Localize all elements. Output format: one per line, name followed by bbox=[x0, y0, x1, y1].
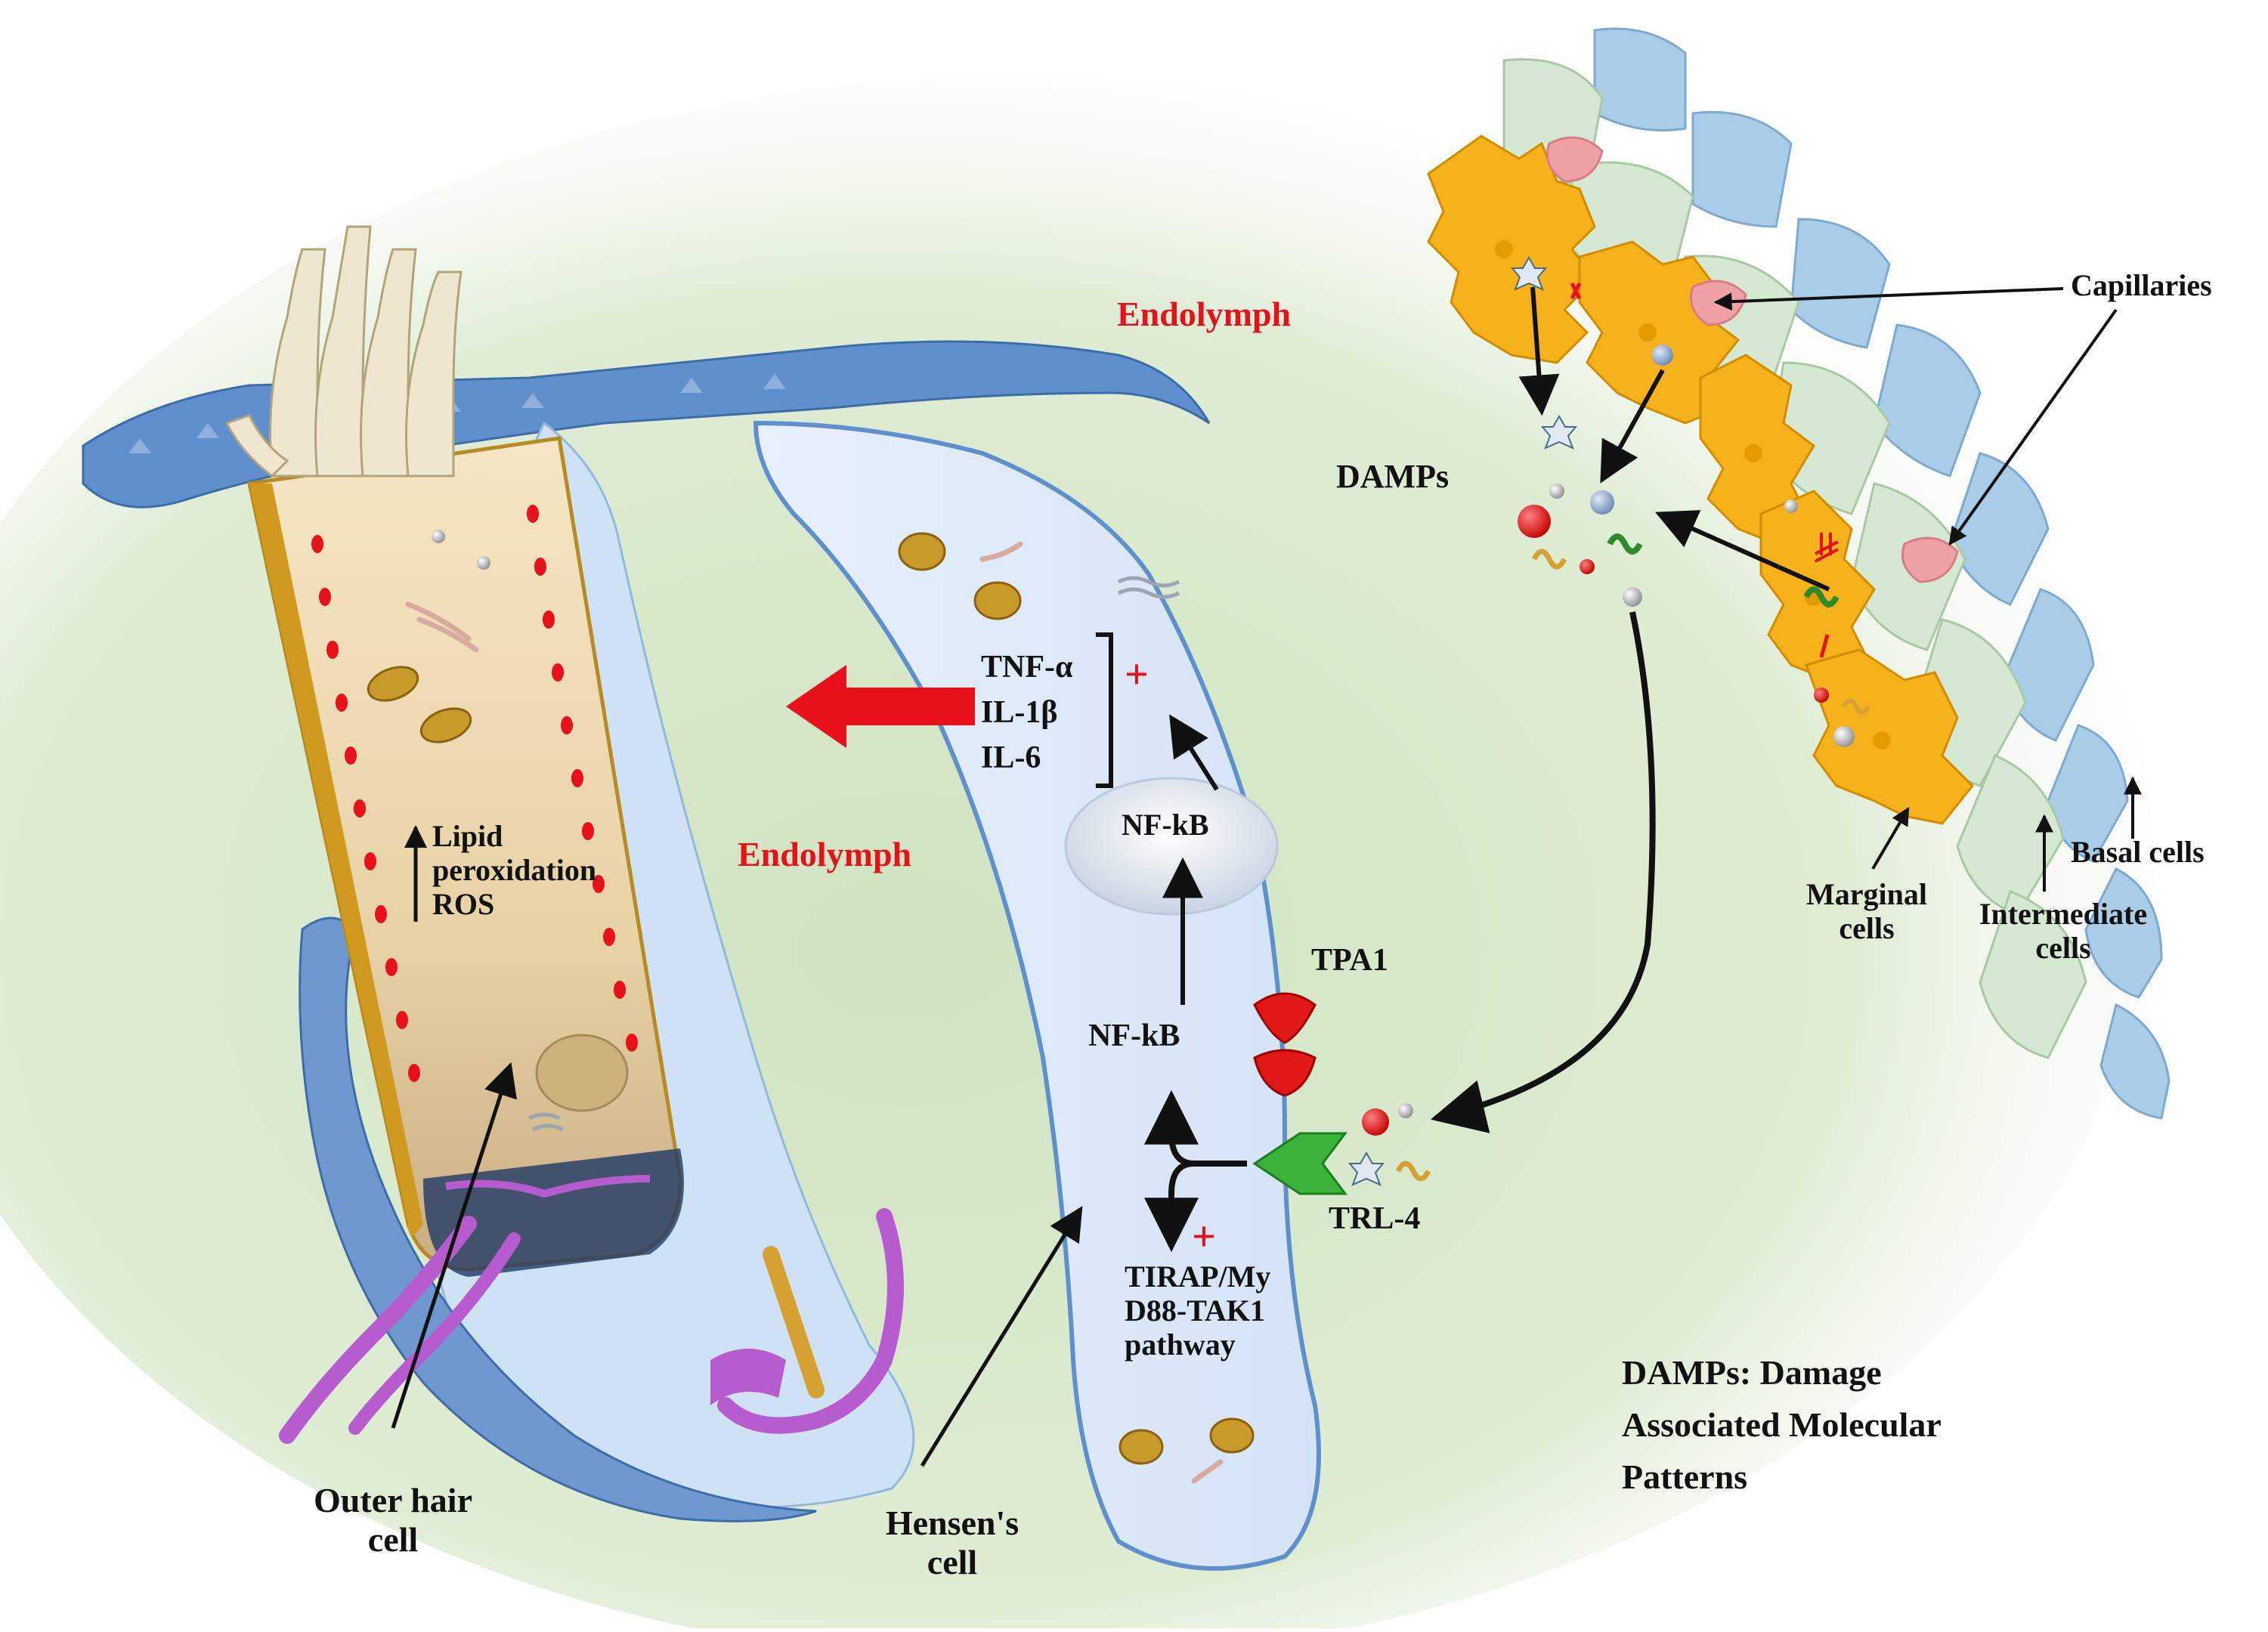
stereocilia bbox=[224, 225, 463, 478]
arrow-capillaries-2 bbox=[1948, 308, 2118, 546]
cytokine-release-arrow bbox=[786, 665, 975, 748]
intermediate-line-2: cells bbox=[2035, 930, 2091, 965]
legend-line-2: Associated Molecular bbox=[1622, 1405, 1942, 1444]
arrow-damps-to-receptor bbox=[1430, 611, 1656, 1133]
arrow-capillaries-1 bbox=[1713, 287, 2064, 311]
nerve-fiber-1 bbox=[279, 1216, 477, 1444]
intermediate-cells-label: Intermediate cells bbox=[1950, 897, 2177, 966]
damps-legend: DAMPs: Damage Associated Molecular Patte… bbox=[1622, 1346, 1942, 1503]
stria-vascularis bbox=[1427, 27, 2171, 1120]
outer-hair-cell-label: Outer hair cell bbox=[280, 1481, 506, 1559]
marginal-line-1: Marginal bbox=[1806, 877, 1927, 911]
lipid-line-3: ROS bbox=[432, 886, 495, 921]
tpa1-label: TPA1 bbox=[1311, 943, 1388, 978]
cytoskeleton-glyphs bbox=[528, 576, 1180, 1132]
legend-line-1: DAMPs: Damage bbox=[1622, 1353, 1882, 1392]
hair-cell-synapse bbox=[445, 1175, 651, 1198]
trl4-branch-down bbox=[1144, 1161, 1199, 1253]
hensen-line-1: Hensen's bbox=[885, 1504, 1020, 1542]
lipid-peroxidation-label: Lipid peroxidation ROS bbox=[432, 819, 597, 921]
legend-line-3: Patterns bbox=[1622, 1457, 1748, 1496]
hensen-cell-body bbox=[753, 420, 1321, 1571]
trl4-receptor-icon bbox=[1252, 1132, 1347, 1195]
pathway-line-1: TIRAP/My bbox=[1125, 1260, 1271, 1294]
hensen-line-2: cell bbox=[927, 1542, 978, 1581]
basal-cells-label: Basal cells bbox=[2071, 835, 2205, 869]
arrow-marginal bbox=[1871, 806, 1910, 870]
arrow-stria-to-damps-2 bbox=[1600, 369, 1665, 484]
nfkb-cytoplasm-label: NF-kB bbox=[1088, 1018, 1180, 1053]
cytokine-bracket bbox=[1096, 632, 1113, 788]
trl4-label: TRL-4 bbox=[1329, 1201, 1421, 1236]
arrow-stria-to-damps-1 bbox=[1518, 286, 1560, 416]
pathway-line-3: pathway bbox=[1125, 1327, 1236, 1362]
pathway-label: TIRAP/My D88-TAK1 pathway bbox=[1125, 1260, 1270, 1362]
pathway-line-2: D88-TAK1 bbox=[1125, 1293, 1265, 1328]
lipid-line-1: Lipid bbox=[432, 819, 503, 853]
nfkb-nucleus-label: NF-kB bbox=[1122, 808, 1209, 842]
marginal-line-2: cells bbox=[1839, 910, 1895, 945]
nerve-fiber-3 bbox=[717, 1208, 904, 1434]
damps-cluster bbox=[1510, 255, 1870, 747]
tpa1-channel bbox=[1253, 992, 1317, 1097]
mitochondria bbox=[367, 532, 1255, 1465]
endolymph-label-mid: Endolymph bbox=[738, 835, 912, 873]
outer-hair-line-1: Outer hair bbox=[314, 1481, 472, 1519]
pillar-rod bbox=[763, 1246, 825, 1399]
il1-beta-label: IL-1β bbox=[981, 695, 1058, 730]
hensen-cell-label: Hensen's cell bbox=[839, 1504, 1066, 1581]
basal-cells bbox=[1593, 27, 2171, 1120]
capillaries-label: Capillaries bbox=[2071, 268, 2212, 302]
marginal-cells-label: Marginal cells bbox=[1768, 877, 1965, 946]
intermediate-cells bbox=[1502, 58, 2087, 1059]
endolymph-label-top: Endolymph bbox=[1117, 295, 1292, 333]
il6-label: IL-6 bbox=[981, 740, 1041, 775]
tnf-alpha-label: TNF-α bbox=[981, 650, 1073, 685]
nerve-fiber-2 bbox=[348, 1232, 521, 1435]
arrow-stria-to-damps-3 bbox=[1655, 510, 1830, 592]
hensen-nucleus bbox=[1064, 777, 1279, 916]
cytokines-plus-sign: + bbox=[1125, 651, 1149, 698]
arrow-outer-hair-cell bbox=[391, 1062, 517, 1429]
arrow-nfkb-to-cytokines bbox=[1169, 714, 1219, 791]
intermediate-line-1: Intermediate bbox=[1979, 897, 2148, 931]
hair-cell-nucleus bbox=[535, 1034, 629, 1112]
lipid-line-2: peroxidation bbox=[432, 852, 597, 887]
outer-hair-line-2: cell bbox=[367, 1519, 419, 1559]
nerve-ending bbox=[710, 1349, 786, 1405]
marginal-nuclei bbox=[1495, 240, 1891, 750]
membrane-dots bbox=[311, 505, 638, 1082]
basilar-edge bbox=[299, 916, 817, 1522]
arrow-hensen-cell bbox=[920, 1206, 1083, 1467]
damps-label: DAMPs bbox=[1336, 458, 1450, 495]
pathway-plus-sign: + bbox=[1192, 1213, 1216, 1260]
